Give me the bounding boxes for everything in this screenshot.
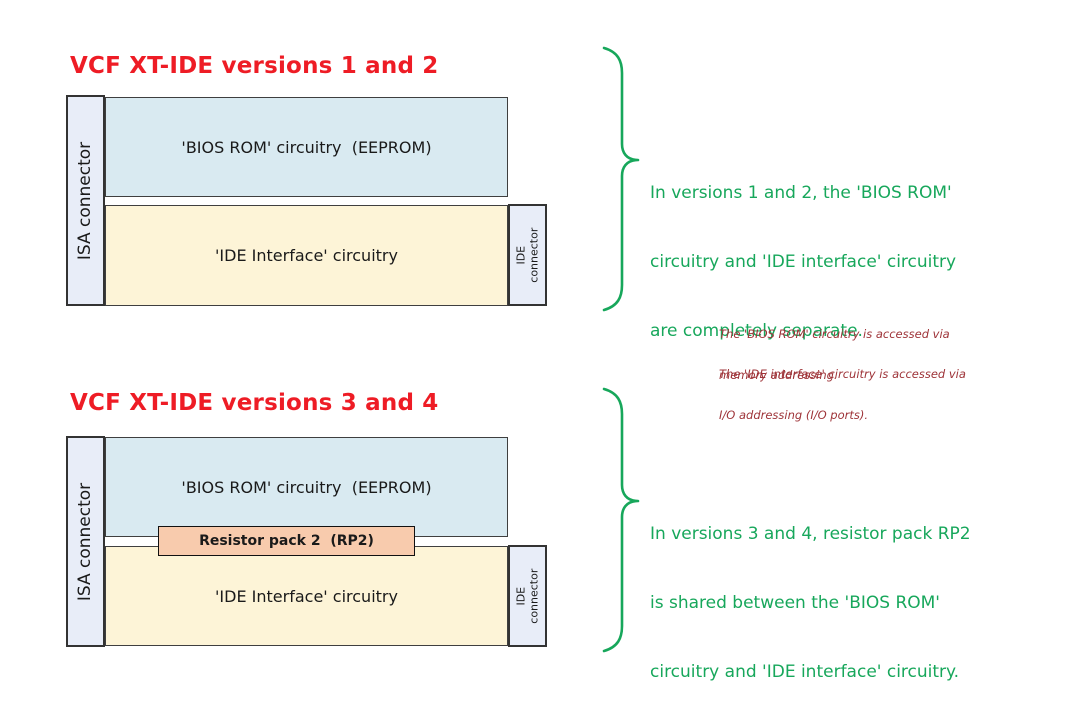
diagram2-title: VCF XT-IDE versions 3 and 4	[70, 390, 439, 416]
annotation-versions-1-2: In versions 1 and 2, the 'BIOS ROM' circ…	[650, 136, 956, 389]
note-line: I/O addressing (I/O ports).	[719, 407, 869, 422]
diagram1-ide-interface-box: 'IDE Interface' circuitry	[105, 205, 508, 306]
note-ide-interface-addressing: The 'IDE interface' circuitry is accesse…	[719, 341, 966, 449]
isa-connector-label: ISA connector	[75, 141, 96, 260]
annotation-line: is shared between the 'BIOS ROM'	[650, 593, 940, 613]
bios-rom-label: 'BIOS ROM' circuitry (EEPROM)	[181, 137, 432, 157]
annotation-line: In versions 3 and 4, resistor pack RP2	[650, 524, 971, 544]
diagram2-isa-connector-box: ISA connector	[66, 436, 105, 647]
diagram1-ide-connector-box: IDE connector	[508, 204, 547, 306]
note-line: memory addressing.	[719, 367, 838, 382]
bios-rom-label: 'BIOS ROM' circuitry (EEPROM)	[181, 477, 432, 497]
isa-connector-label: ISA connector	[75, 482, 96, 601]
diagram2-bios-rom-box: 'BIOS ROM' circuitry (EEPROM)	[105, 437, 508, 537]
diagram2-resistor-pack-box: Resistor pack 2 (RP2)	[158, 526, 415, 556]
ide-connector-label: IDE connector	[514, 568, 541, 624]
brace-versions-3-4	[602, 387, 640, 653]
annotation-line: In versions 1 and 2, the 'BIOS ROM'	[650, 183, 952, 203]
diagram2-ide-interface-box: 'IDE Interface' circuitry	[105, 546, 508, 646]
diagram1-isa-connector-box: ISA connector	[66, 95, 105, 306]
annotation-line: are completely separate.	[650, 321, 863, 341]
note-line: The 'BIOS ROM' circuitry is accessed via	[719, 327, 950, 341]
ide-interface-label: 'IDE Interface' circuitry	[215, 586, 398, 606]
diagram1-title: VCF XT-IDE versions 1 and 2	[70, 53, 439, 79]
annotation-versions-3-4: In versions 3 and 4, resistor pack RP2 i…	[650, 477, 971, 701]
ide-connector-label: IDE connector	[514, 227, 541, 283]
note-bios-rom-addressing: The 'BIOS ROM' circuitry is accessed via…	[719, 301, 950, 409]
ide-interface-label: 'IDE Interface' circuitry	[215, 246, 398, 265]
note-line: The 'IDE interface' circuitry is accesse…	[719, 367, 966, 381]
resistor-pack-label: Resistor pack 2 (RP2)	[199, 533, 374, 549]
annotation-line: circuitry and 'IDE interface' circuitry.	[650, 662, 960, 682]
diagram2-ide-connector-box: IDE connector	[508, 545, 547, 647]
diagram1-bios-rom-box: 'BIOS ROM' circuitry (EEPROM)	[105, 97, 508, 197]
brace-versions-1-2	[602, 46, 640, 312]
annotation-line: circuitry and 'IDE interface' circuitry	[650, 252, 957, 272]
